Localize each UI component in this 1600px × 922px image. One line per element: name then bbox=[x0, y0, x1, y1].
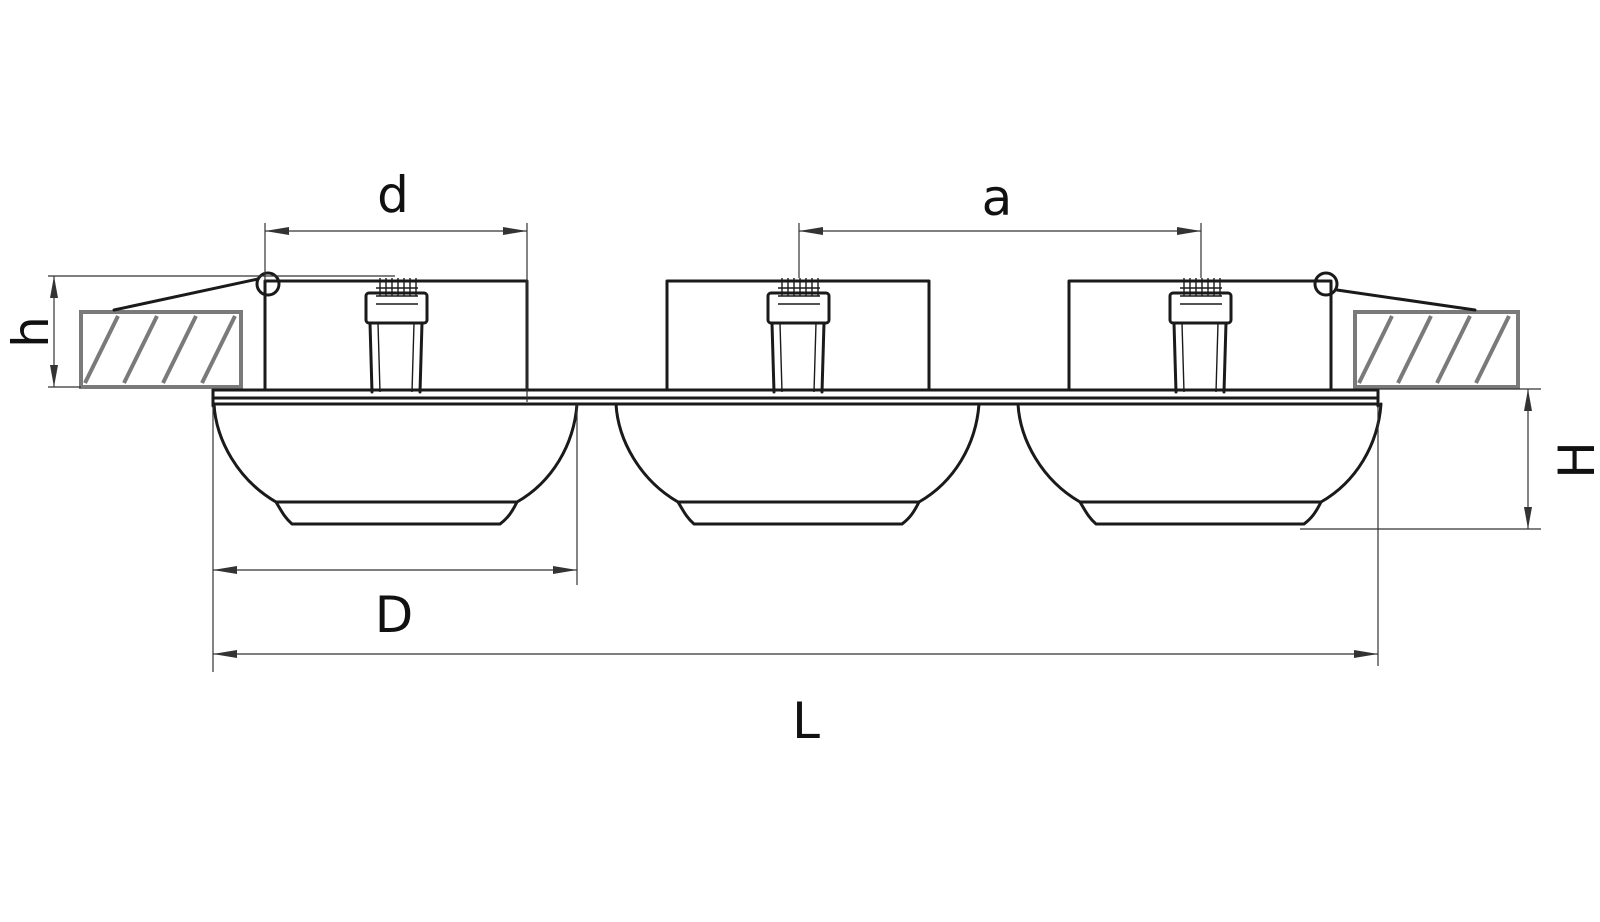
housing-2 bbox=[665, 279, 931, 392]
dimension-h bbox=[48, 275, 395, 388]
spring-clip-left bbox=[112, 271, 281, 312]
reflector-3 bbox=[1016, 402, 1383, 526]
dimension-H bbox=[1300, 388, 1541, 530]
spring-clip-right bbox=[1313, 271, 1477, 312]
ceiling-left bbox=[79, 310, 243, 389]
lamp-socket-3 bbox=[1168, 278, 1233, 394]
dimension-L bbox=[212, 406, 1379, 672]
base-plate bbox=[211, 388, 1380, 408]
label-d: d bbox=[377, 166, 409, 224]
dimension-D bbox=[212, 404, 578, 585]
label-H: H bbox=[1548, 441, 1600, 479]
dimension-a bbox=[798, 223, 1202, 278]
dimension-d bbox=[264, 223, 528, 402]
housing-1 bbox=[263, 279, 529, 392]
label-h: h bbox=[2, 316, 60, 348]
label-D: D bbox=[375, 586, 414, 644]
label-L: L bbox=[792, 692, 820, 750]
ceiling-right bbox=[1353, 310, 1520, 389]
reflector-1 bbox=[212, 402, 579, 526]
label-a: a bbox=[982, 169, 1013, 227]
reflector-2 bbox=[614, 402, 981, 526]
lamp-socket-1 bbox=[364, 278, 429, 394]
housing-3 bbox=[1067, 279, 1333, 392]
lamp-socket-2 bbox=[766, 278, 831, 394]
